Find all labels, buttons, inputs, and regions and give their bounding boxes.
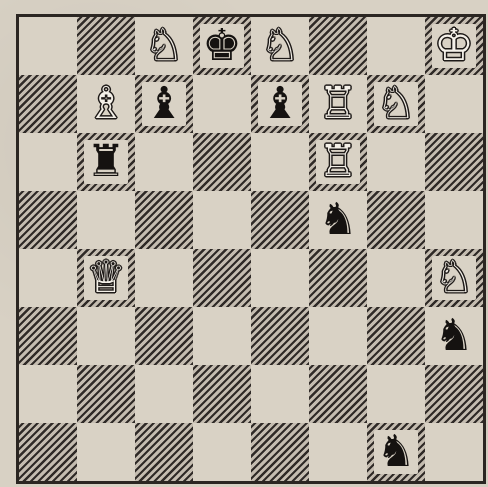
square-d8[interactable]: ♚	[193, 17, 251, 75]
square-e6[interactable]	[251, 133, 309, 191]
square-f8[interactable]	[309, 17, 367, 75]
square-a4[interactable]	[19, 249, 77, 307]
chess-board: ♘ ♚ ♘ ♔ ♗ ♝ ♝ ♖ ♘ ♜ ♖ ♞ ♕ ♘ ♞ ♞	[16, 14, 486, 484]
square-g8[interactable]	[367, 17, 425, 75]
square-h6[interactable]	[425, 133, 483, 191]
square-b7[interactable]: ♗	[77, 75, 135, 133]
square-g5[interactable]	[367, 191, 425, 249]
square-c1[interactable]	[135, 423, 193, 481]
square-b5[interactable]	[77, 191, 135, 249]
square-f5[interactable]: ♞	[309, 191, 367, 249]
square-f4[interactable]	[309, 249, 367, 307]
square-c6[interactable]	[135, 133, 193, 191]
square-f3[interactable]	[309, 307, 367, 365]
square-e3[interactable]	[251, 307, 309, 365]
square-c7[interactable]: ♝	[135, 75, 193, 133]
square-c3[interactable]	[135, 307, 193, 365]
square-c2[interactable]	[135, 365, 193, 423]
square-g1[interactable]: ♞	[367, 423, 425, 481]
square-e4[interactable]	[251, 249, 309, 307]
square-e1[interactable]	[251, 423, 309, 481]
square-c5[interactable]	[135, 191, 193, 249]
square-e5[interactable]	[251, 191, 309, 249]
square-d5[interactable]	[193, 191, 251, 249]
square-g4[interactable]	[367, 249, 425, 307]
black-knight-piece[interactable]: ♞	[376, 430, 415, 474]
white-knight-piece[interactable]: ♘	[144, 24, 183, 68]
square-a6[interactable]	[19, 133, 77, 191]
square-g2[interactable]	[367, 365, 425, 423]
square-e7[interactable]: ♝	[251, 75, 309, 133]
black-bishop-piece[interactable]: ♝	[144, 82, 183, 126]
square-a7[interactable]	[19, 75, 77, 133]
square-h4[interactable]: ♘	[425, 249, 483, 307]
square-g3[interactable]	[367, 307, 425, 365]
square-g7[interactable]: ♘	[367, 75, 425, 133]
square-e8[interactable]: ♘	[251, 17, 309, 75]
square-b1[interactable]	[77, 423, 135, 481]
square-b4[interactable]: ♕	[77, 249, 135, 307]
square-d4[interactable]	[193, 249, 251, 307]
square-h3[interactable]: ♞	[425, 307, 483, 365]
white-knight-piece[interactable]: ♘	[376, 82, 415, 126]
square-a1[interactable]	[19, 423, 77, 481]
square-b6[interactable]: ♜	[77, 133, 135, 191]
square-b8[interactable]	[77, 17, 135, 75]
square-h5[interactable]	[425, 191, 483, 249]
square-a2[interactable]	[19, 365, 77, 423]
white-rook-piece[interactable]: ♖	[318, 140, 357, 184]
square-b3[interactable]	[77, 307, 135, 365]
square-h7[interactable]	[425, 75, 483, 133]
square-f2[interactable]	[309, 365, 367, 423]
square-c8[interactable]: ♘	[135, 17, 193, 75]
square-c4[interactable]	[135, 249, 193, 307]
square-h2[interactable]	[425, 365, 483, 423]
square-d1[interactable]	[193, 423, 251, 481]
square-h1[interactable]	[425, 423, 483, 481]
square-d7[interactable]	[193, 75, 251, 133]
square-b2[interactable]	[77, 365, 135, 423]
square-f7[interactable]: ♖	[309, 75, 367, 133]
square-d3[interactable]	[193, 307, 251, 365]
white-knight-piece[interactable]: ♘	[260, 24, 299, 68]
white-bishop-piece[interactable]: ♗	[86, 82, 125, 126]
black-rook-piece[interactable]: ♜	[86, 140, 125, 184]
white-rook-piece[interactable]: ♖	[318, 82, 357, 126]
black-king-piece[interactable]: ♚	[202, 24, 241, 68]
square-f6[interactable]: ♖	[309, 133, 367, 191]
square-d6[interactable]	[193, 133, 251, 191]
square-f1[interactable]	[309, 423, 367, 481]
white-king-piece[interactable]: ♔	[434, 24, 473, 68]
square-d2[interactable]	[193, 365, 251, 423]
black-knight-piece[interactable]: ♞	[318, 198, 357, 242]
white-queen-piece[interactable]: ♕	[86, 256, 125, 300]
black-knight-piece[interactable]: ♞	[434, 314, 473, 358]
square-g6[interactable]	[367, 133, 425, 191]
white-knight-piece[interactable]: ♘	[434, 256, 473, 300]
square-h8[interactable]: ♔	[425, 17, 483, 75]
square-a8[interactable]	[19, 17, 77, 75]
square-a5[interactable]	[19, 191, 77, 249]
black-bishop-piece[interactable]: ♝	[260, 82, 299, 126]
square-e2[interactable]	[251, 365, 309, 423]
square-a3[interactable]	[19, 307, 77, 365]
